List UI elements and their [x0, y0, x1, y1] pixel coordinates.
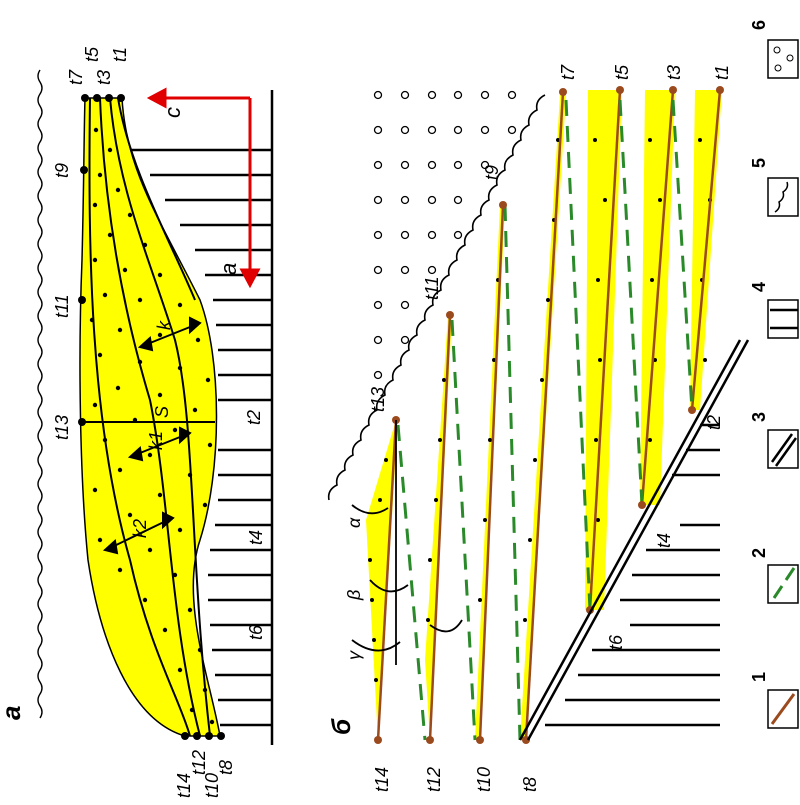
legend-item-4: 4 [749, 282, 799, 339]
label-t7-a: t7 [66, 69, 86, 85]
label-t12-a: t12 [189, 750, 209, 775]
label-t3-a: t3 [94, 70, 114, 85]
label-t5-a: t5 [82, 46, 102, 62]
legend-item-6: 6 [749, 20, 799, 79]
dim-k2-label: k2 [130, 519, 150, 538]
angle-alpha: α [344, 517, 364, 528]
dashed-lines [396, 99, 694, 741]
label-t4-b: t4 [654, 533, 674, 548]
legend-label-1: 1 [749, 672, 769, 682]
label-t2-a: t2 [244, 410, 264, 425]
dim-s-label: S [152, 406, 172, 418]
label-t3-b: t3 [664, 65, 684, 80]
label-t9-b: t9 [482, 165, 502, 180]
erosion-crest [327, 94, 546, 501]
sea-level-line [37, 69, 43, 719]
label-t14-b: t14 [372, 767, 392, 792]
open-circles [373, 90, 517, 380]
time-markers-b [374, 86, 724, 744]
panel-b-label: б [326, 718, 356, 735]
angle-annotations [351, 420, 463, 665]
legend-label-4: 4 [749, 282, 769, 292]
arrow-c-label: c [160, 107, 185, 118]
label-t6-a: t6 [246, 624, 266, 640]
legend-item-1: 1 [749, 672, 799, 729]
label-t9-a: t9 [52, 163, 72, 178]
label-t10-a: t10 [202, 773, 222, 798]
label-t10-b: t10 [474, 767, 494, 792]
isochron-lines [88, 97, 211, 737]
legend-item-5: 5 [749, 158, 799, 217]
label-t13-a: t13 [52, 415, 72, 440]
angle-beta: β [344, 590, 364, 601]
label-t1-a: t1 [110, 47, 130, 62]
legend-label-2: 2 [749, 548, 769, 558]
label-t13-b: t13 [368, 387, 388, 412]
label-t12-b: t12 [424, 767, 444, 792]
label-t11-a: t11 [52, 294, 72, 318]
basement-ticks-b [545, 423, 720, 727]
wedge-stipple [368, 138, 712, 682]
trajectory-lines [376, 89, 722, 741]
label-t2-b: t2 [704, 415, 724, 430]
dimension-arrows [102, 316, 202, 555]
direction-arrows [146, 87, 261, 289]
fault-line [518, 339, 750, 741]
sediment-stipple [89, 127, 215, 725]
legend-label-3: 3 [749, 412, 769, 422]
panel-a-label: а [0, 706, 26, 720]
legend-label-5: 5 [749, 158, 769, 168]
label-t4-a: t4 [246, 530, 266, 545]
label-t8-b: t8 [520, 777, 540, 792]
legend-label-6: 6 [749, 20, 769, 30]
dim-k-label: k [154, 320, 174, 330]
label-t5-b: t5 [612, 64, 632, 80]
time-markers-a [78, 94, 225, 740]
dim-k1-label: k1 [146, 431, 166, 450]
sediment-body [79, 97, 221, 737]
angle-gamma: γ [344, 650, 364, 660]
legend-item-3: 3 [749, 412, 799, 469]
label-t6-b: t6 [606, 634, 626, 650]
basement-ticks-a [130, 90, 274, 745]
legend: 1 2 3 4 5 [749, 20, 799, 729]
arrow-a-label: a [216, 263, 241, 275]
panel-b: б [326, 64, 750, 792]
label-t11-b: t11 [422, 276, 442, 300]
label-t8-a: t8 [216, 760, 236, 775]
panel-a: а [0, 46, 274, 798]
label-t7-b: t7 [558, 64, 578, 80]
label-t14-a: t14 [174, 773, 194, 798]
legend-item-2: 2 [749, 548, 799, 604]
label-t1-b: t1 [712, 65, 732, 80]
